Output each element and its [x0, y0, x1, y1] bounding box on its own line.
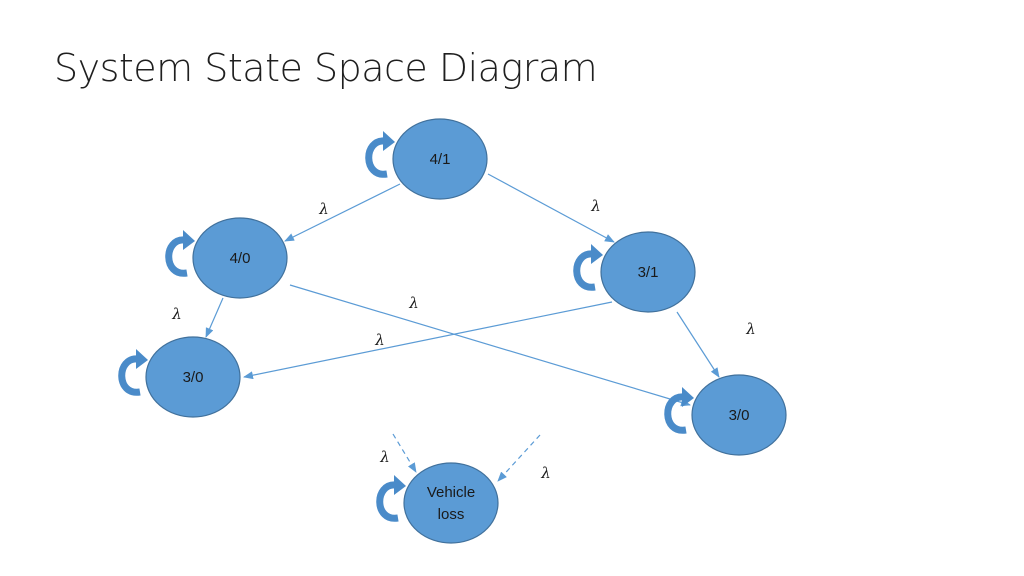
transition-rate-label: λ — [590, 197, 601, 215]
state-node-label: 3/1 — [638, 264, 659, 281]
slide-title: System State Space Diagram — [54, 46, 598, 90]
transition-rate-label: λ — [745, 320, 756, 338]
transition-rate-label: λ — [171, 305, 182, 323]
self-loop-arrow-icon — [365, 131, 395, 178]
transition-arrow-s31-to-s30b — [676, 311, 720, 378]
transition-arrow-s31-to-s30a — [243, 301, 613, 380]
state-node-s40 — [192, 217, 288, 299]
state-node-loss — [403, 462, 499, 544]
transition-arrow-in-to-loss — [497, 434, 541, 482]
self-loop-arrow-icon — [165, 230, 195, 277]
self-loop-arrow-icon — [376, 475, 406, 522]
transition-rate-label: λ — [408, 294, 419, 312]
state-node-s31 — [600, 231, 696, 313]
state-node-s30a — [145, 336, 241, 418]
transition-rate-label: λ — [318, 200, 329, 218]
state-node-label: 3/0 — [729, 407, 750, 424]
state-node-label: Vehicle — [427, 484, 475, 501]
transition-rate-label: λ — [374, 331, 385, 349]
state-node-label: loss — [438, 506, 465, 523]
state-node-label: 3/0 — [183, 369, 204, 386]
transition-rate-label: λ — [379, 448, 390, 466]
transition-arrow-in-to-loss — [392, 433, 417, 473]
state-node-s30b — [691, 374, 787, 456]
state-node-label: 4/1 — [430, 151, 451, 168]
state-node-s41 — [392, 118, 488, 200]
self-loop-arrow-icon — [573, 244, 603, 291]
transition-arrow-s40-to-s30b — [289, 284, 691, 407]
transition-rate-label: λ — [540, 464, 551, 482]
transition-arrow-s41-to-s31 — [487, 173, 615, 243]
self-loop-arrow-icon — [118, 349, 148, 396]
transition-arrow-s41-to-s40 — [284, 183, 401, 242]
transition-arrow-s40-to-s30a — [205, 297, 224, 338]
state-node-label: 4/0 — [230, 250, 251, 267]
self-loop-arrow-icon — [664, 387, 694, 434]
